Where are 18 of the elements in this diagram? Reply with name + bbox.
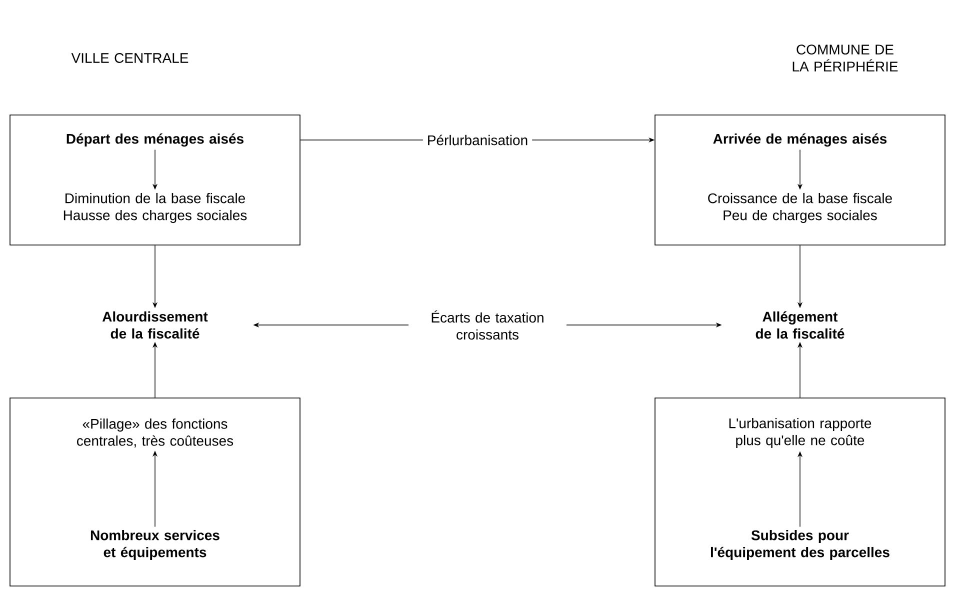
node-text: Diminution de la base fiscale Hausse des charges sociales — [64, 192, 247, 224]
flow-box — [654, 398, 946, 586]
node-text: Arrivée de ménages aisés — [713, 133, 887, 147]
node-text: Subsides pour l'équipement des parcelles — [711, 530, 890, 560]
heading: VILLE CENTRALE — [71, 53, 188, 63]
node-text: Alourdissement de la fiscalité — [102, 311, 208, 339]
flow-box — [10, 114, 300, 246]
heading: COMMUNE DE LA PÉRIPHÉRIE — [792, 44, 898, 72]
node-text: Croissance de la base fiscale Peu de charges sociales — [708, 192, 892, 224]
node-text: Nombreux services et équipements — [90, 530, 220, 560]
node-text: Allégement de la fiscalité — [756, 311, 844, 339]
node-text: L'urbanisation rapporte plus qu'elle ne coûte — [729, 418, 872, 448]
flow-box — [654, 114, 946, 246]
node-text: «Pillage» des fonctions centrales, très coûteuses — [77, 418, 234, 448]
edge-label: Pérlurbanisation — [422, 130, 532, 150]
node-text: Départ des ménages aisés — [66, 133, 244, 147]
edge-label: Écarts de taxation croissants — [408, 306, 566, 344]
flow-box — [10, 398, 300, 586]
